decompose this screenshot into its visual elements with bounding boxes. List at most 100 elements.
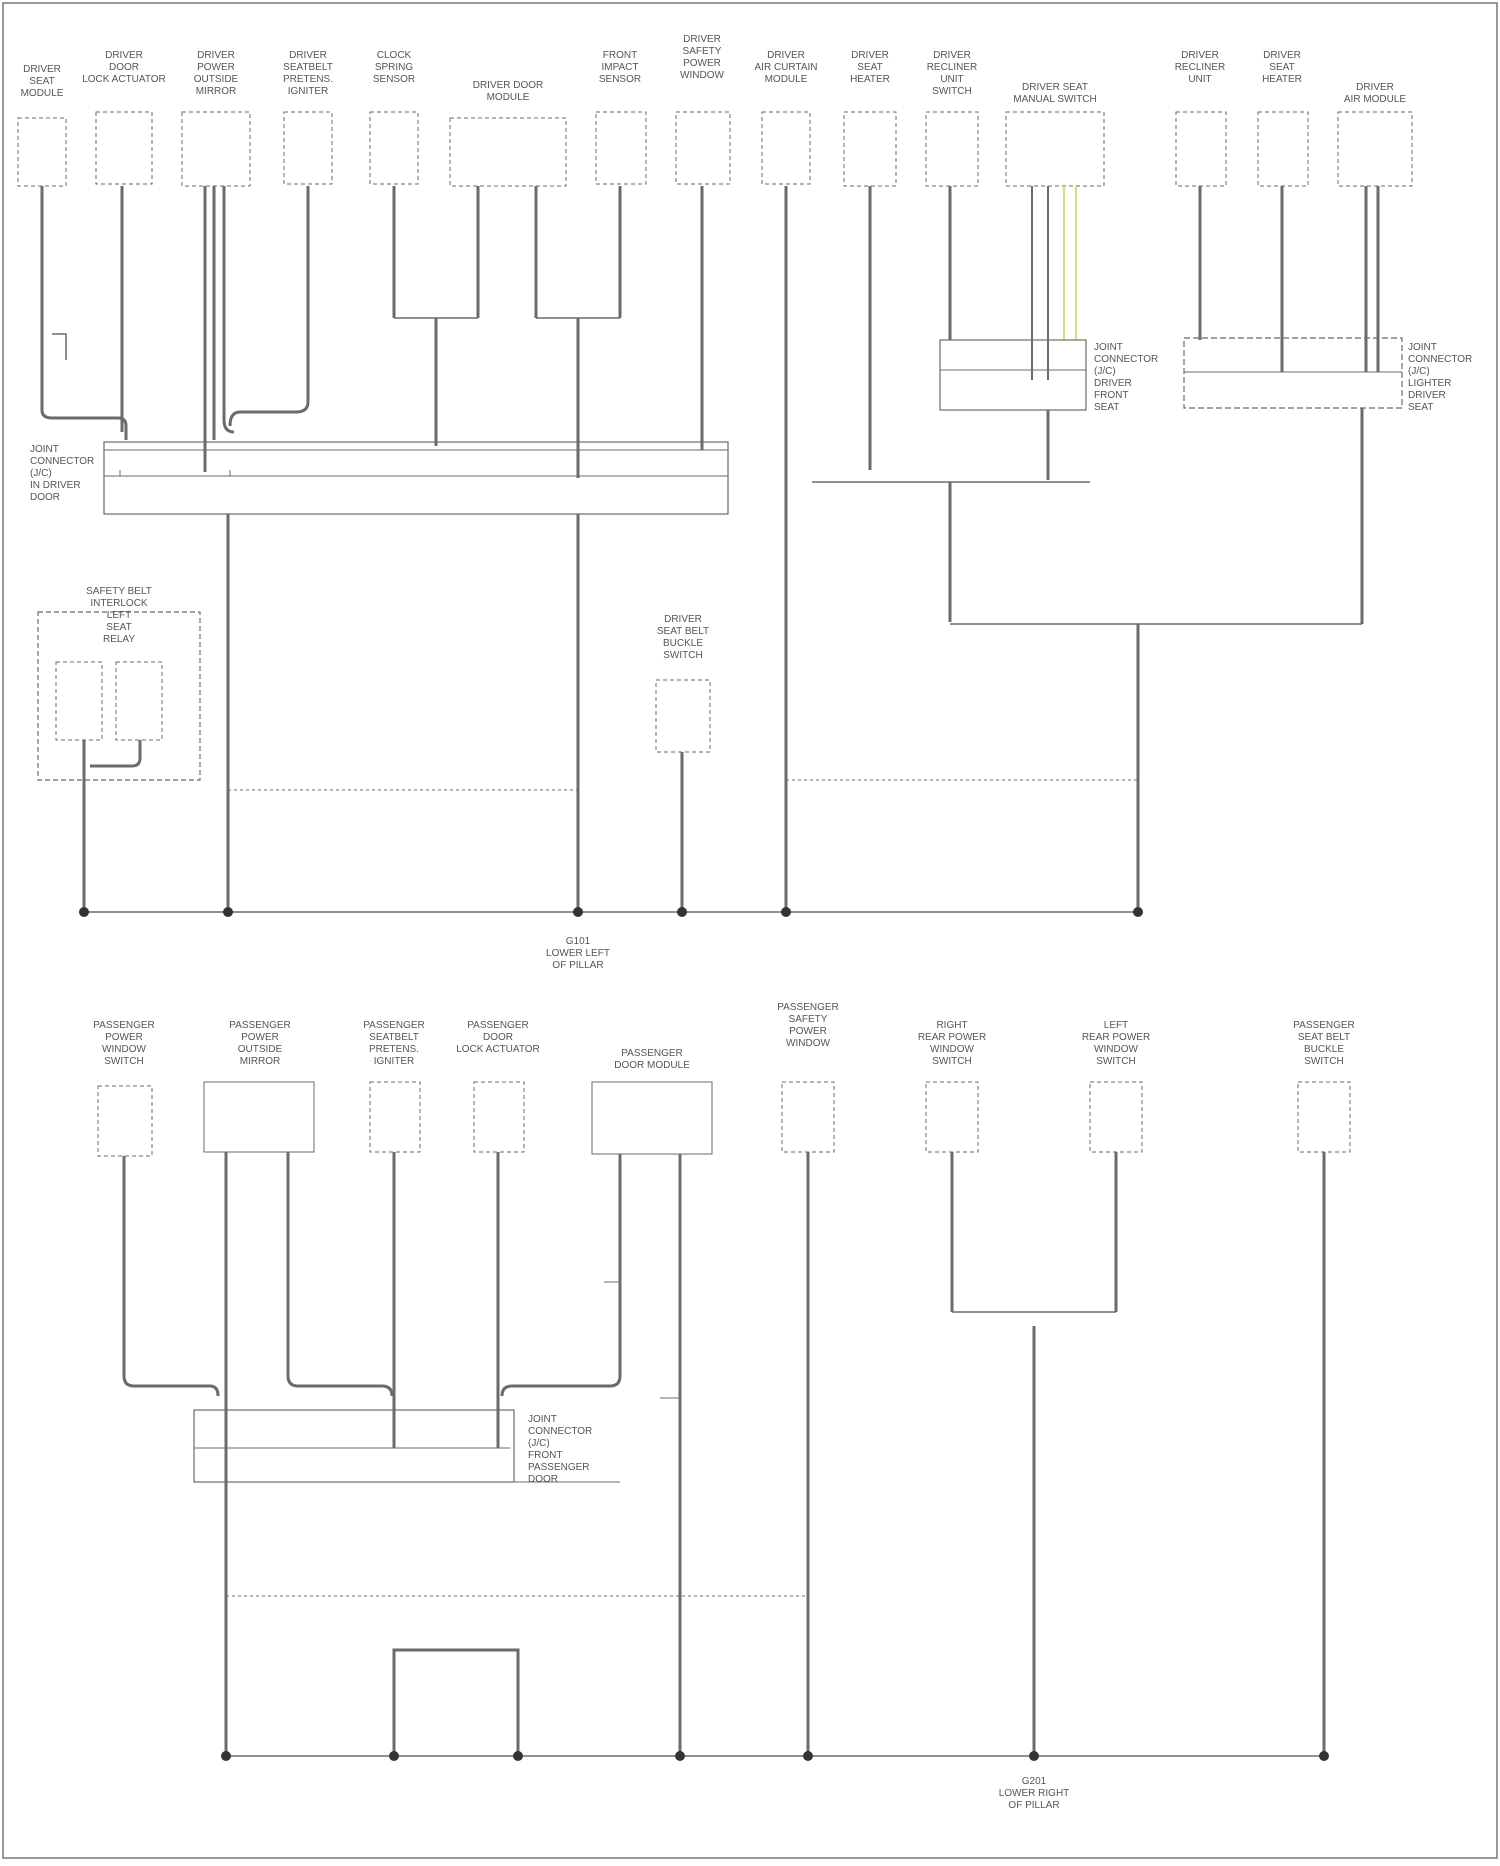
connector-c12 <box>1006 112 1104 186</box>
label-jc-left-line: (J/C) <box>30 468 52 479</box>
ground-point <box>573 907 583 917</box>
wire-relay <box>84 740 140 912</box>
label-b3-line: IGNITER <box>374 1056 415 1067</box>
connector-c15 <box>1338 112 1412 186</box>
label-jc-bottom-line: (J/C) <box>528 1438 550 1449</box>
label-c11-line: UNIT <box>940 74 963 85</box>
label-c3: DRIVERPOWEROUTSIDEMIRROR <box>194 50 239 97</box>
connector-c1 <box>18 118 66 186</box>
label-driver-belt-switch-line: BUCKLE <box>663 638 703 649</box>
label-c11-line: RECLINER <box>927 62 978 73</box>
connector-b6 <box>782 1082 834 1152</box>
label-b1-line: POWER <box>105 1032 143 1043</box>
connector-c11 <box>926 112 978 186</box>
label-c8-line: POWER <box>683 58 721 69</box>
ground-point <box>677 907 687 917</box>
label-b2-line: OUTSIDE <box>238 1044 283 1055</box>
connector-c5 <box>370 112 418 184</box>
label-b9-line: PASSENGER <box>1293 1020 1355 1031</box>
joint-connector-bottom <box>194 1410 514 1482</box>
relay-left <box>56 662 102 740</box>
label-b3-line: PASSENGER <box>363 1020 425 1031</box>
label-c12-line: DRIVER SEAT <box>1022 82 1088 93</box>
label-c4: DRIVERSEATBELTPRETENS.IGNITER <box>283 50 333 97</box>
wire-b5a <box>502 1154 620 1396</box>
label-c10-line: DRIVER <box>851 50 889 61</box>
connector-b4 <box>474 1082 524 1152</box>
label-jc-mid-line: FRONT <box>1094 390 1128 401</box>
top-section <box>18 112 1412 912</box>
wire-loop <box>394 1650 518 1756</box>
label-c3-line: DRIVER <box>197 50 235 61</box>
label-b7-line: REAR POWER <box>918 1032 986 1043</box>
label-srs-relay-line: SAFETY BELT <box>86 586 152 597</box>
label-c13-line: RECLINER <box>1175 62 1226 73</box>
label-c1-line: DRIVER <box>23 64 61 75</box>
label-b7-line: WINDOW <box>930 1044 974 1055</box>
label-b6-line: WINDOW <box>786 1038 830 1049</box>
label-b3-line: PRETENS. <box>369 1044 419 1055</box>
ground-point <box>223 907 233 917</box>
ground-point <box>221 1751 231 1761</box>
label-b4-line: LOCK ACTUATOR <box>456 1044 540 1055</box>
label-ground-bottom-line: LOWER RIGHT <box>999 1788 1070 1799</box>
bottom-section <box>98 1082 1350 1756</box>
label-c5-line: SENSOR <box>373 74 415 85</box>
connector-b9 <box>1298 1082 1350 1152</box>
connector-c8 <box>676 112 730 184</box>
label-b2-line: POWER <box>241 1032 279 1043</box>
ground-point <box>675 1751 685 1761</box>
label-c3-line: POWER <box>197 62 235 73</box>
connector-c6 <box>450 118 566 186</box>
label-driver-belt-switch: DRIVERSEAT BELTBUCKLESWITCH <box>657 614 709 661</box>
label-c14-line: DRIVER <box>1263 50 1301 61</box>
label-jc-right-line: LIGHTER <box>1408 378 1451 389</box>
label-b2-line: PASSENGER <box>229 1020 291 1031</box>
label-b8-line: LEFT <box>1104 1020 1128 1031</box>
connector-b2 <box>204 1082 314 1152</box>
label-ground-top-line: LOWER LEFT <box>546 948 610 959</box>
jc-left-line2 <box>120 470 230 476</box>
label-jc-left-line: JOINT <box>30 444 59 455</box>
label-c2-line: LOCK ACTUATOR <box>82 74 166 85</box>
bottom-labels: PASSENGERPOWERWINDOWSWITCH PASSENGERPOWE… <box>93 1002 1355 1811</box>
label-b6-line: SAFETY <box>789 1014 828 1025</box>
label-c4-line: SEATBELT <box>283 62 333 73</box>
label-srs-relay-line: RELAY <box>103 634 135 645</box>
label-c11-line: SWITCH <box>932 86 971 97</box>
label-c13-line: UNIT <box>1188 74 1211 85</box>
label-b6-line: POWER <box>789 1026 827 1037</box>
label-jc-mid-line: (J/C) <box>1094 366 1116 377</box>
connector-c13 <box>1176 112 1226 186</box>
label-b6-line: PASSENGER <box>777 1002 839 1013</box>
jc-left-line1 <box>104 450 728 476</box>
label-c14-line: SEAT <box>1269 62 1294 73</box>
label-jc-right-line: SEAT <box>1408 402 1433 413</box>
label-jc-right: JOINTCONNECTOR(J/C)LIGHTERDRIVERSEAT <box>1408 342 1472 413</box>
label-c8-line: WINDOW <box>680 70 724 81</box>
label-c2-line: DRIVER <box>105 50 143 61</box>
relay-right <box>116 662 162 740</box>
label-b9-line: SWITCH <box>1304 1056 1343 1067</box>
ground-point <box>1133 907 1143 917</box>
label-srs-relay: SAFETY BELTINTERLOCKLEFTSEATRELAY <box>86 586 152 645</box>
label-jc-mid-line: DRIVER <box>1094 378 1132 389</box>
label-b4-line: DOOR <box>483 1032 513 1043</box>
connector-c3 <box>182 112 250 186</box>
label-c9-line: DRIVER <box>767 50 805 61</box>
label-c13-line: DRIVER <box>1181 50 1219 61</box>
wire-c4 <box>230 186 308 426</box>
label-jc-left-line: CONNECTOR <box>30 456 94 467</box>
label-jc-left-line: DOOR <box>30 492 60 503</box>
ground-point <box>781 907 791 917</box>
label-b5-line: PASSENGER <box>621 1048 683 1059</box>
connector-belt-switch <box>656 680 710 752</box>
label-jc-bottom-line: FRONT <box>528 1450 562 1461</box>
